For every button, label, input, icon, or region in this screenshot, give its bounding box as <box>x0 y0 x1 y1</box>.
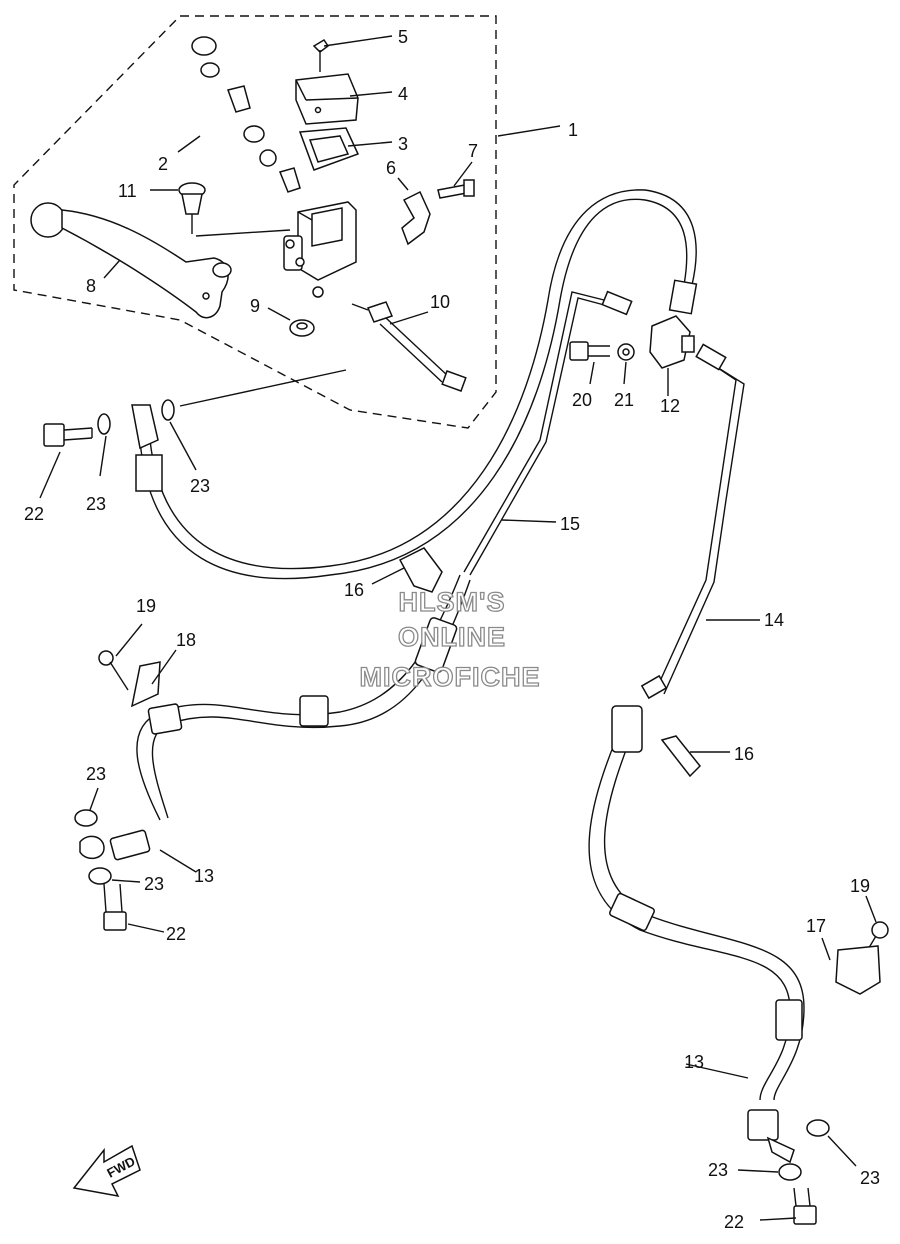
hardware <box>43 341 889 1225</box>
callout-17: 17 <box>806 916 826 936</box>
callout-7: 7 <box>468 141 478 161</box>
callout-23-c: 23 <box>86 764 106 784</box>
callout-13-left: 13 <box>194 866 214 886</box>
fwd-arrow: FWD <box>72 1144 141 1198</box>
watermark: HLSM'S ONLINE MICROFICHE <box>359 586 541 692</box>
callout-23-e: 23 <box>860 1168 880 1188</box>
bolt-22c <box>793 1187 817 1225</box>
callout-6: 6 <box>386 158 396 178</box>
callout-23-f: 23 <box>708 1160 728 1180</box>
assembly-boundary <box>13 15 497 429</box>
callout-12: 12 <box>660 396 680 416</box>
callout-21: 21 <box>614 390 634 410</box>
callout-5: 5 <box>398 27 408 47</box>
callout-13-right: 13 <box>684 1052 704 1072</box>
callout-15: 15 <box>560 514 580 534</box>
callout-22-right: 22 <box>724 1212 744 1232</box>
bolt-22a <box>43 423 93 447</box>
callout-22-top: 22 <box>24 504 44 524</box>
brake-lines <box>79 189 805 1164</box>
callout-23-b: 23 <box>190 476 210 496</box>
callout-9: 9 <box>250 296 260 316</box>
callout-18: 18 <box>176 630 196 650</box>
callout-23-a: 23 <box>86 494 106 514</box>
callout-22-left: 22 <box>166 924 186 944</box>
watermark-line-3: MICROFICHE <box>360 662 541 692</box>
callout-23-d: 23 <box>144 874 164 894</box>
callout-14: 14 <box>764 610 784 630</box>
callout-16-upper: 16 <box>344 580 364 600</box>
callout-16-lower: 16 <box>734 744 754 764</box>
master-cylinder-assembly <box>30 36 475 392</box>
callout-8: 8 <box>86 276 96 296</box>
watermark-line-2: ONLINE <box>398 622 506 652</box>
callout-1: 1 <box>568 120 578 140</box>
bolt-22b <box>103 883 127 931</box>
callout-19-right: 19 <box>850 876 870 896</box>
callout-11: 11 <box>118 181 137 201</box>
callout-2: 2 <box>158 154 168 174</box>
callout-4: 4 <box>398 84 408 104</box>
callout-19-left: 19 <box>136 596 156 616</box>
watermark-line-1: HLSM'S <box>399 587 506 617</box>
leader-lines <box>39 35 877 1221</box>
callout-3: 3 <box>398 134 408 154</box>
callout-labels: 1 2 3 4 5 6 7 8 9 10 11 12 13 13 14 15 1… <box>24 27 880 1232</box>
callout-20: 20 <box>572 390 592 410</box>
callout-10: 10 <box>430 292 450 312</box>
